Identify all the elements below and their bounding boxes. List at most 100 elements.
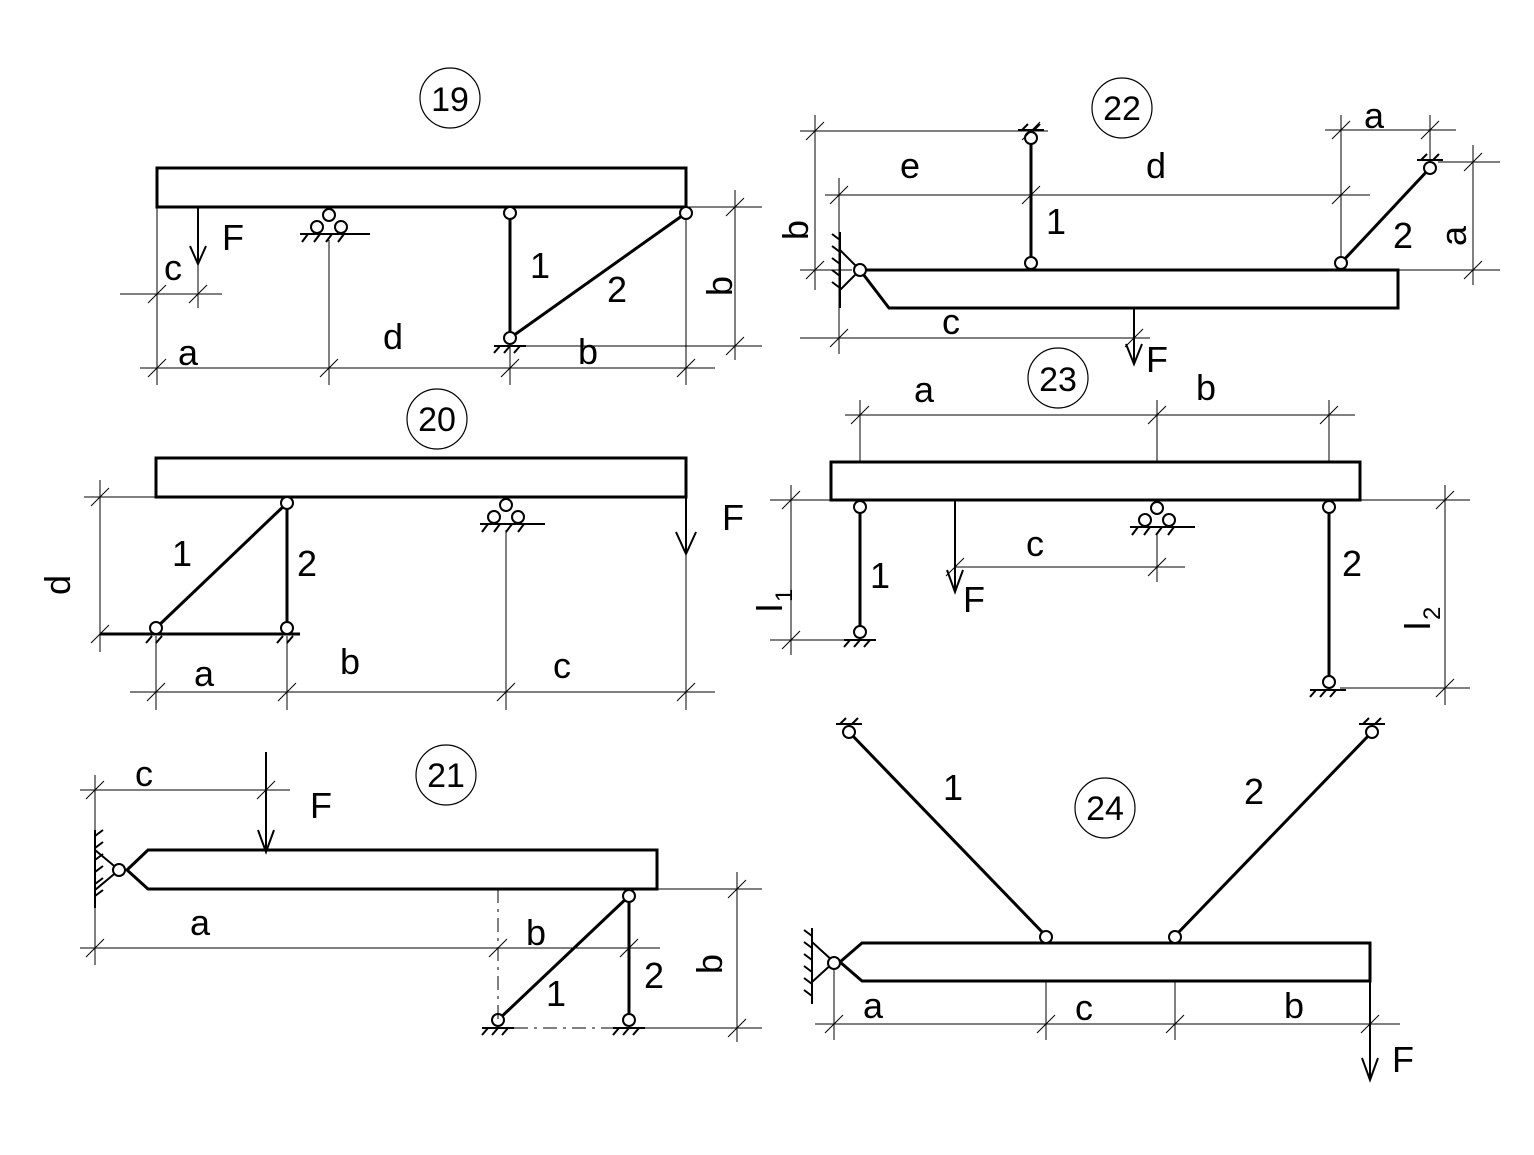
force-arrowhead: [946, 569, 964, 595]
rigid-beam: [155, 166, 688, 209]
ceiling-hinge-support: [836, 717, 1385, 739]
rigid-beam: [837, 941, 1372, 983]
dim-label-e: e: [900, 145, 920, 186]
hinge: [280, 496, 294, 510]
problem-number-circle: [419, 67, 481, 129]
force-label: F: [1392, 1039, 1414, 1080]
problem-number: 24: [1086, 790, 1124, 828]
dim-label-l2-main: l: [1397, 622, 1438, 630]
fixed-hinge-support: [145, 621, 294, 644]
problem-number-circle: [415, 744, 477, 806]
rod-2-label: 2: [297, 543, 317, 584]
dim-label-c: c: [164, 247, 182, 288]
force-arrowhead: [1125, 343, 1143, 367]
problem-number: 20: [418, 401, 456, 439]
force-arrowhead: [1361, 1057, 1379, 1083]
dim-label-a: a: [863, 985, 884, 1026]
problem-22: 22 1 2: [775, 77, 1500, 380]
rigid-beam: [829, 460, 1362, 502]
rigid-beam: [856, 268, 1400, 310]
rigid-beam: [154, 456, 688, 499]
rod-2-label: 2: [1393, 215, 1413, 256]
hinge: [1322, 500, 1336, 514]
dim-label-b: b: [775, 220, 816, 240]
rod-1: [496, 894, 631, 1022]
hinge: [503, 206, 517, 220]
dim-label-b-vertical: b: [689, 954, 730, 974]
dimension-lines: [120, 190, 762, 385]
dim-label-l1: l 1: [749, 589, 798, 612]
dim-label-c: c: [553, 645, 571, 686]
problem-number: 23: [1039, 361, 1077, 399]
rod-1-label: 1: [530, 245, 550, 286]
force-label-left: F: [722, 497, 744, 538]
rod-1: [847, 730, 1048, 938]
dim-label-b-vertical: b: [699, 276, 740, 296]
dim-label-b: b: [340, 641, 360, 682]
dimension-lines: [80, 775, 762, 1042]
roller-support: [300, 208, 370, 243]
problem-number-circle: [1091, 77, 1153, 139]
dim-label-a-vertical: a: [1433, 225, 1474, 246]
rod-2: [1173, 730, 1374, 938]
problem-23: 23 1 2: [722, 347, 1470, 705]
roller-support: [1130, 501, 1195, 536]
rod-2: [1339, 166, 1432, 265]
fixed-hinge-support: [481, 1013, 645, 1036]
dim-label-l1-main: l: [749, 604, 790, 612]
dim-label-a: a: [194, 653, 215, 694]
problem-20: 20 1 2: [37, 388, 715, 710]
dim-label-b: b: [1196, 367, 1216, 408]
problem-number-circle: [1027, 347, 1089, 409]
rod-1-label: 1: [870, 555, 890, 596]
force-label: F: [963, 579, 985, 620]
rod-2-label: 2: [1342, 543, 1362, 584]
rod-1-label: 1: [1046, 201, 1066, 242]
force-label: F: [222, 217, 244, 258]
force-label: F: [1146, 339, 1168, 380]
fixed-hinge-support: [1309, 675, 1346, 698]
ceiling-hinge-support: [1018, 123, 1044, 145]
force-label: F: [310, 785, 332, 826]
dim-label-c: c: [1026, 523, 1044, 564]
dim-label-l2: l 2: [1397, 607, 1446, 630]
dimension-lines: [815, 970, 1400, 1040]
dim-label-a: a: [178, 332, 199, 373]
problem-number-circle: [1074, 777, 1136, 839]
wall-hinge-support: [803, 928, 841, 1004]
dim-label-d: d: [383, 316, 403, 357]
dim-label-b: b: [578, 331, 598, 372]
dim-label-a: a: [914, 369, 935, 410]
rod-1-label: 1: [943, 767, 963, 808]
roller-support: [480, 498, 545, 533]
dim-label-a: a: [1364, 95, 1385, 136]
dim-label-c: c: [135, 753, 153, 794]
rod-1-label: 1: [172, 533, 192, 574]
dim-label-d: d: [1146, 145, 1166, 186]
hinge: [1024, 256, 1038, 270]
dim-label-d: d: [37, 575, 78, 595]
hinge: [622, 889, 636, 903]
hinge: [1334, 256, 1348, 270]
problem-24: 24 1 2: [803, 717, 1414, 1083]
dim-label-b: b: [1284, 985, 1304, 1026]
rod-1: [154, 501, 289, 630]
rod-2: [509, 211, 687, 340]
dim-label-b: b: [526, 912, 546, 953]
rod-2-label: 2: [644, 955, 664, 996]
problem-number-circle: [406, 388, 468, 450]
rod-2-label: 2: [607, 269, 627, 310]
hinge: [1039, 930, 1053, 944]
problem-number: 21: [427, 757, 465, 795]
hinge: [679, 206, 693, 220]
rod-1-label: 1: [546, 973, 566, 1014]
rigid-beam: [124, 848, 659, 891]
force-arrowhead: [257, 829, 275, 855]
dim-label-c: c: [942, 301, 960, 342]
dimension-lines: [84, 480, 715, 710]
problem-number: 22: [1103, 90, 1141, 128]
dimension-lines: [770, 400, 1470, 705]
dim-label-a: a: [190, 902, 211, 943]
problem-number: 19: [431, 81, 469, 119]
